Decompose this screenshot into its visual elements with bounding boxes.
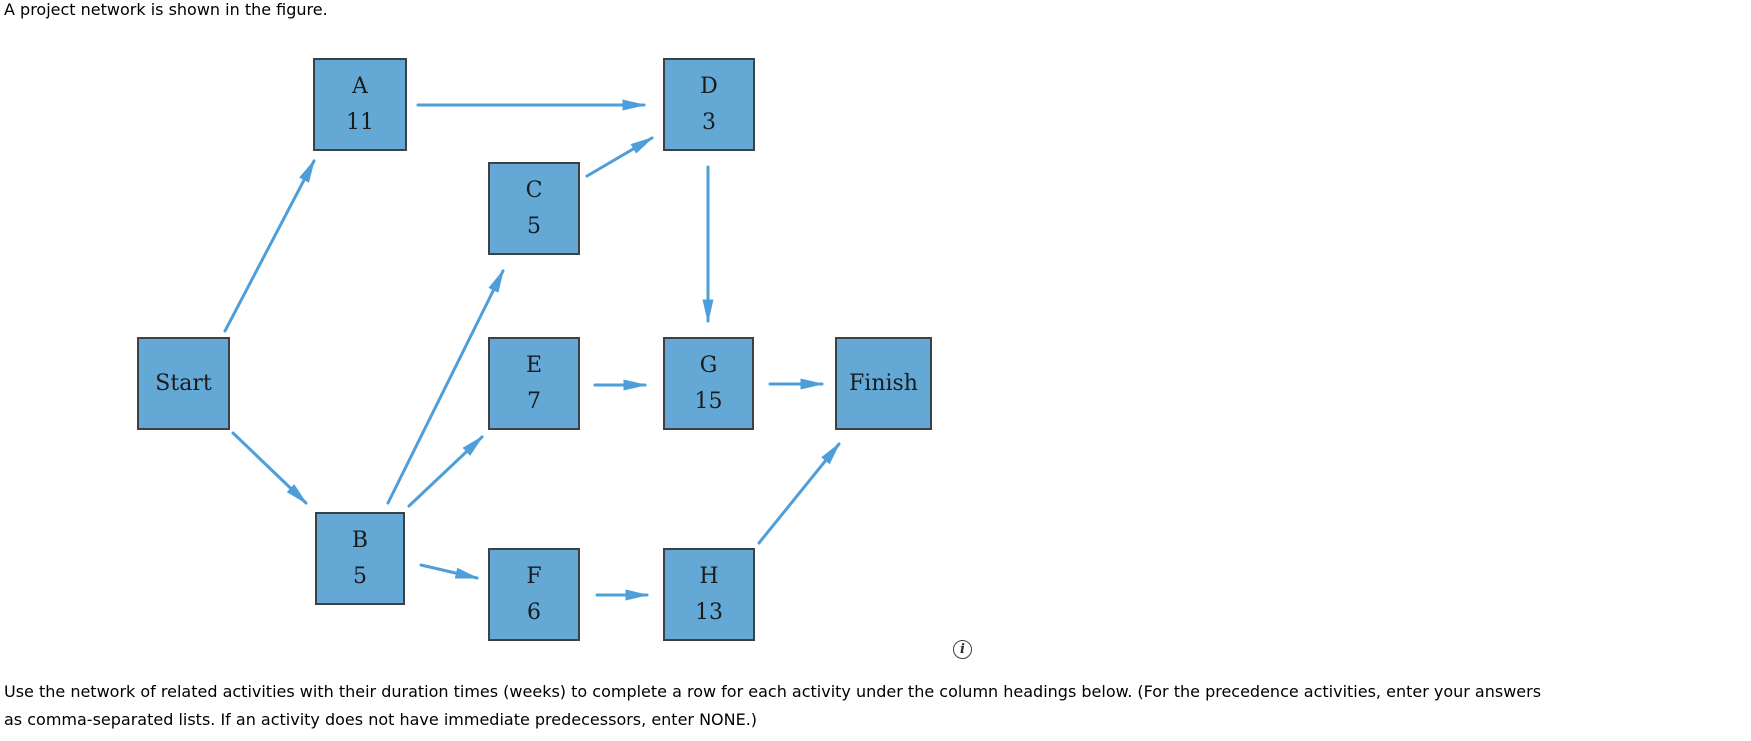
node-label: C [525,177,543,203]
node-f: F 6 [488,548,580,641]
node-c: C 5 [488,162,580,255]
node-label: H [699,563,719,589]
node-duration: 7 [527,388,541,414]
intro-text: A project network is shown in the figure… [4,0,328,19]
node-label: A [352,73,368,99]
node-label: B [351,527,369,553]
node-label: Finish [849,370,918,396]
node-d: D 3 [663,58,755,151]
node-duration: 5 [527,213,541,239]
node-e: E 7 [488,337,580,430]
edge-start-a [223,158,316,333]
node-duration: 3 [702,109,716,135]
node-start: Start [137,337,230,430]
instructions-line-2: as comma-separated lists. If an activity… [4,710,758,729]
node-h: H 13 [663,548,755,641]
node-label: F [526,563,542,589]
node-label: D [700,73,718,99]
edge-start-b [231,431,308,505]
node-duration: 11 [346,109,374,135]
node-b: B 5 [315,512,405,605]
node-finish: Finish [835,337,932,430]
info-icon-glyph: i [960,642,965,657]
instructions-text: Use the network of related activities wi… [4,678,1749,734]
edge-h-finish [757,442,841,545]
node-g: G 15 [663,337,754,430]
edge-b-c [386,268,505,505]
network-edges-layer [223,99,841,601]
instructions-line-1: Use the network of related activities wi… [4,682,1542,701]
node-duration: 5 [353,563,367,589]
info-icon[interactable]: i [953,640,972,659]
edge-c-d [585,136,655,178]
node-duration: 15 [694,388,723,414]
edge-b-e [407,435,484,508]
node-duration: 13 [695,599,723,625]
node-label: E [525,352,543,378]
node-label: G [699,352,718,378]
edge-b-f [419,563,480,580]
node-a: A 11 [313,58,407,151]
node-duration: 6 [527,599,541,625]
node-label: Start [155,370,212,396]
